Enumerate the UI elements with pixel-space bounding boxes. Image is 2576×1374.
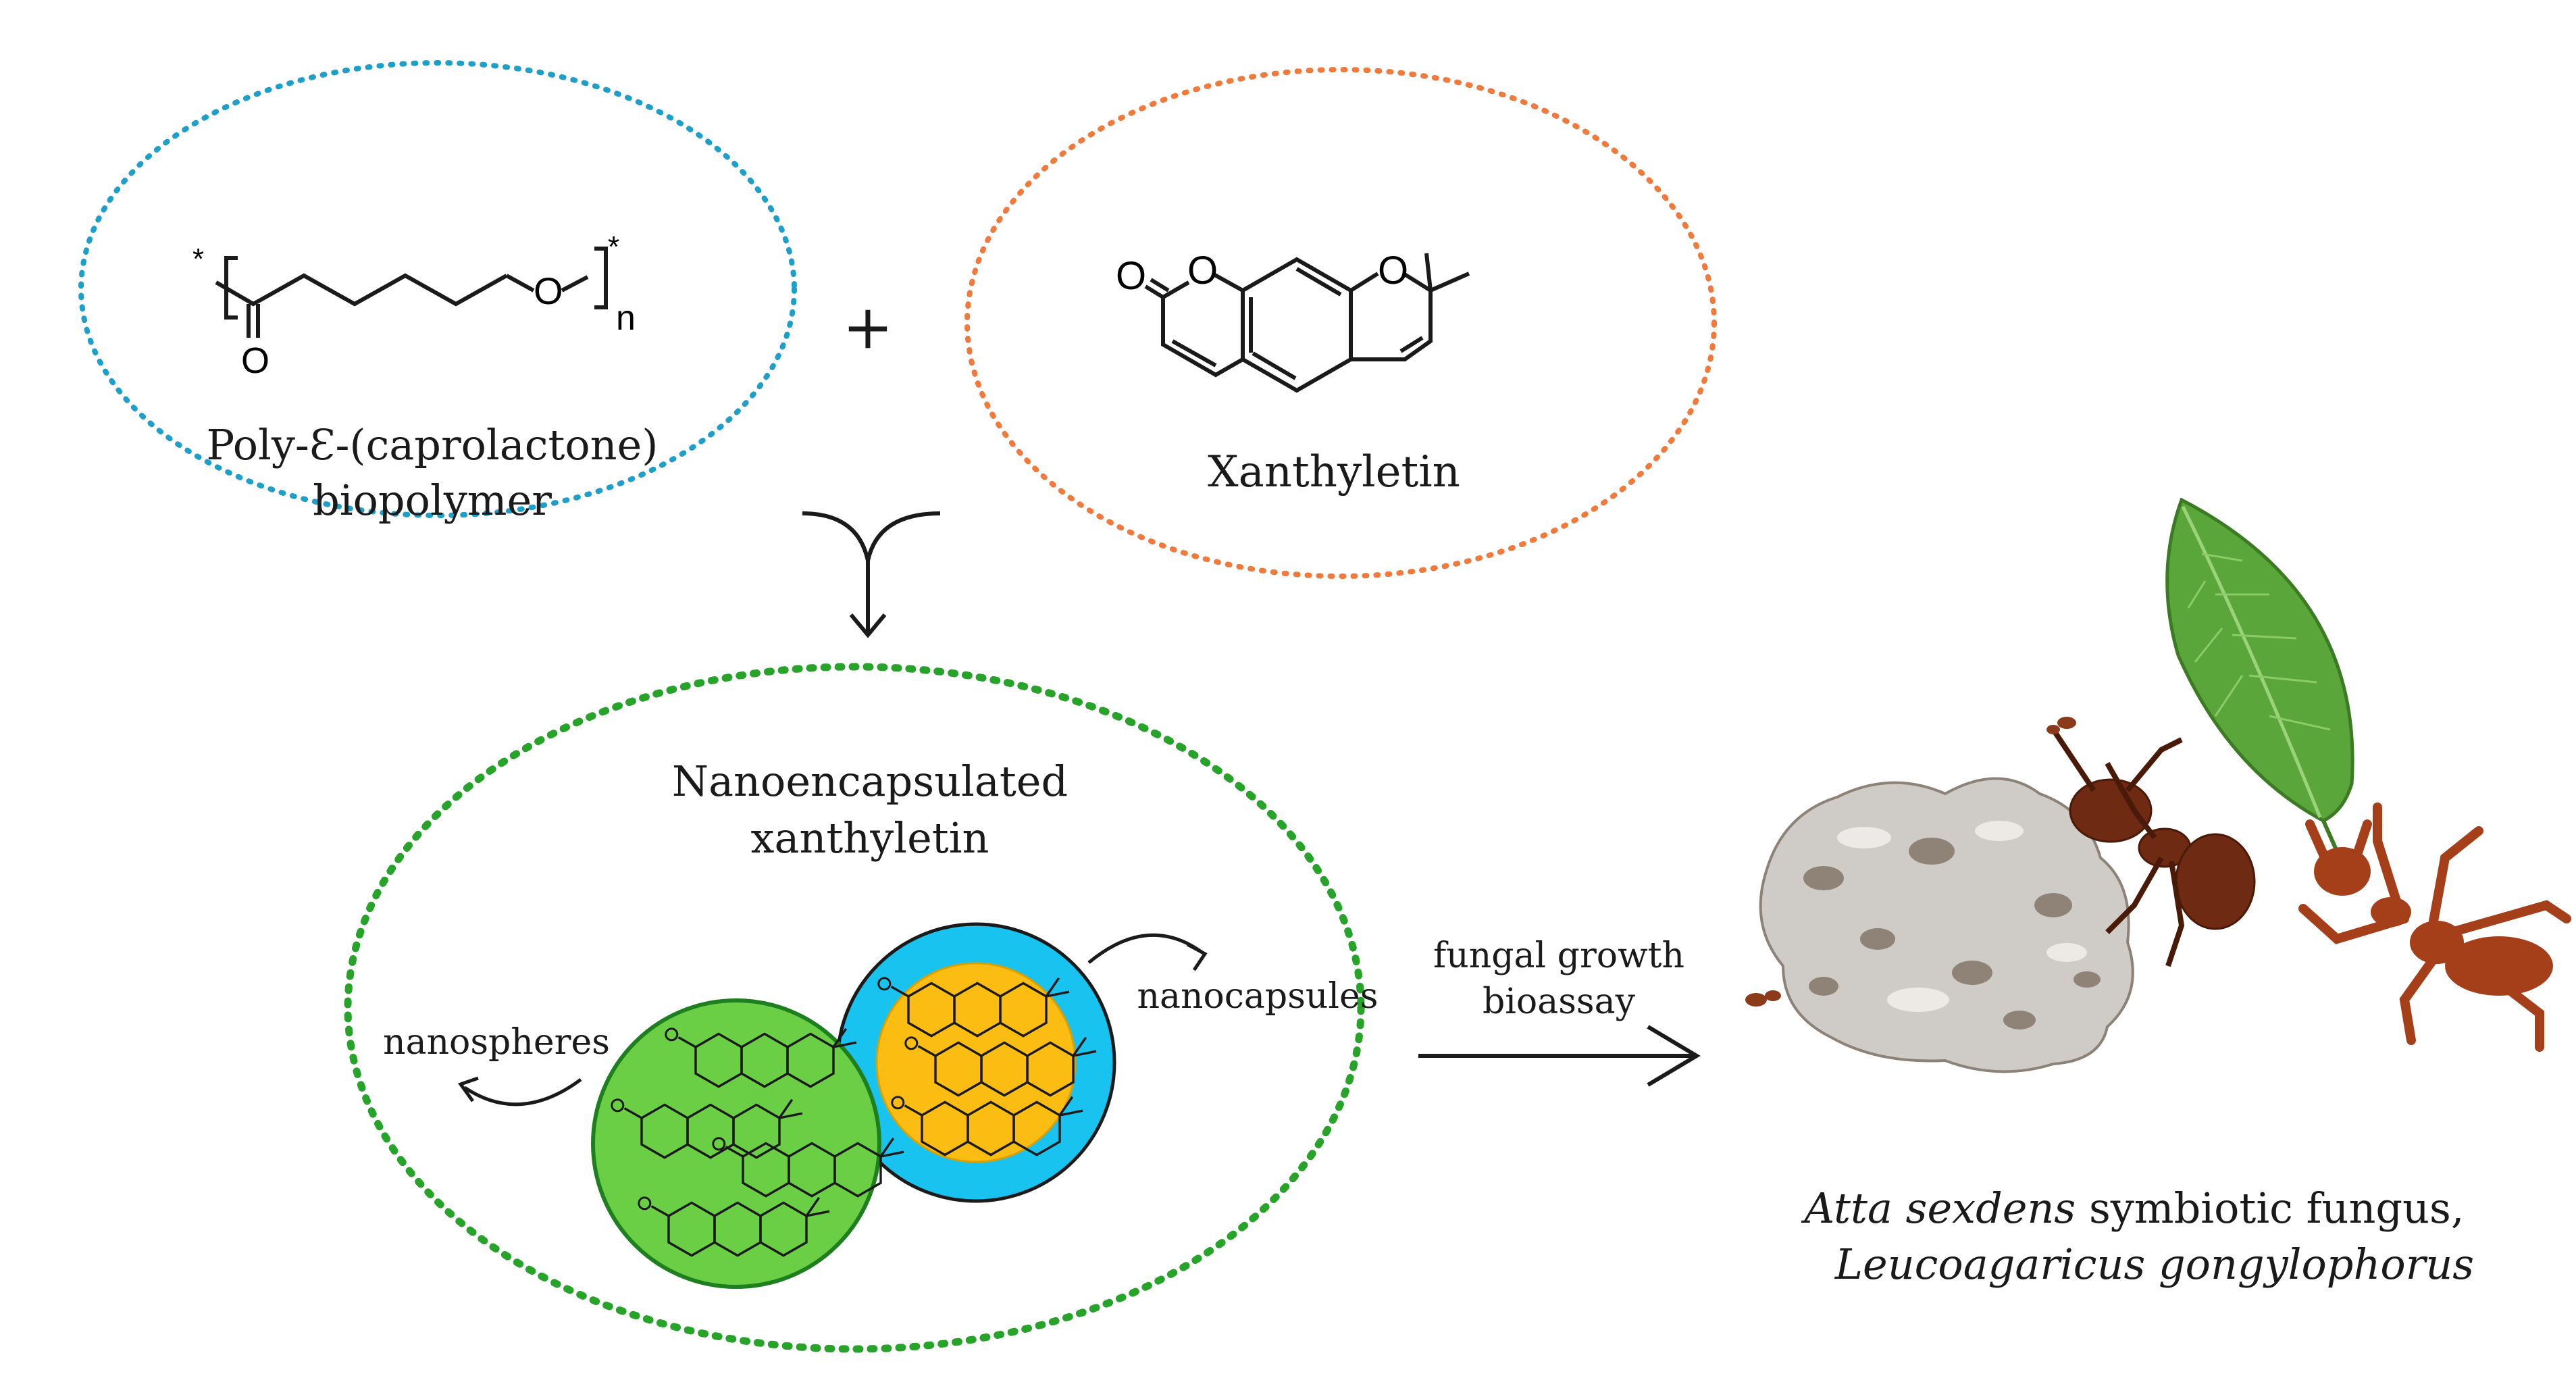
nano-title-line1: Nanoencapsulated — [672, 757, 1068, 806]
organism-caption-line2: Leucoagaricus gongylophorus — [1834, 1240, 2474, 1289]
polymer-label-line1: Poly-Ɛ-(caprolactone) — [206, 420, 658, 469]
worker-ant-on-garden-icon — [2051, 728, 2256, 967]
xanthyletin-lactone-oxygen: O — [1187, 249, 1218, 292]
xanthyletin-label: Xanthyletin — [1208, 447, 1460, 497]
nanocapsules-arrow-icon — [1087, 933, 1208, 971]
xanthyletin-ring — [964, 67, 1717, 579]
bioassay-label-line2: bioassay — [1483, 982, 1636, 1022]
nanospheres-arrow-icon — [458, 1076, 582, 1106]
small-ant-icons — [1745, 717, 2076, 1007]
xanthyletin-carbonyl-oxygen: O — [1116, 254, 1146, 298]
xanthyletin-pyran-oxygen: O — [1378, 249, 1408, 292]
nano-ring — [344, 663, 1365, 1353]
polymer-chain-oxygen: O — [534, 270, 563, 312]
xanthyletin-structure-icon — [1144, 253, 1470, 393]
polymer-carbonyl-oxygen: O — [241, 340, 269, 381]
fungus-garden-illustration — [1759, 777, 2134, 1073]
leaf-icon — [2165, 497, 2354, 853]
nanocapsule-core — [875, 962, 1077, 1163]
plus-sign: + — [842, 292, 893, 363]
nanocapsules-label: nanocapsules — [1137, 976, 1379, 1017]
nanospheres-label: nanospheres — [383, 1022, 610, 1063]
polymer-ring — [78, 60, 797, 518]
leaf-carrying-ant-icon — [2298, 803, 2571, 1052]
bioassay-label-line1: fungal growth — [1433, 936, 1684, 976]
organism-genus-species: Atta sexdens — [1801, 1184, 2076, 1233]
merge-arrow-icon — [802, 511, 941, 638]
polymer-end-star-right: * — [608, 230, 619, 263]
bioassay-arrow-icon — [1418, 1025, 1701, 1087]
organism-caption-line1: Atta sexdens symbiotic fungus, — [1801, 1184, 2464, 1233]
polymer-end-star-left: * — [192, 243, 204, 276]
nano-title-line2: xanthyletin — [751, 813, 989, 863]
polymer-repeat-n: n — [616, 299, 636, 338]
polymer-label-line2: biopolymer — [313, 476, 552, 525]
polycaprolactone-structure-icon — [215, 247, 608, 338]
organism-caption-rest: symbiotic fungus, — [2076, 1184, 2464, 1233]
